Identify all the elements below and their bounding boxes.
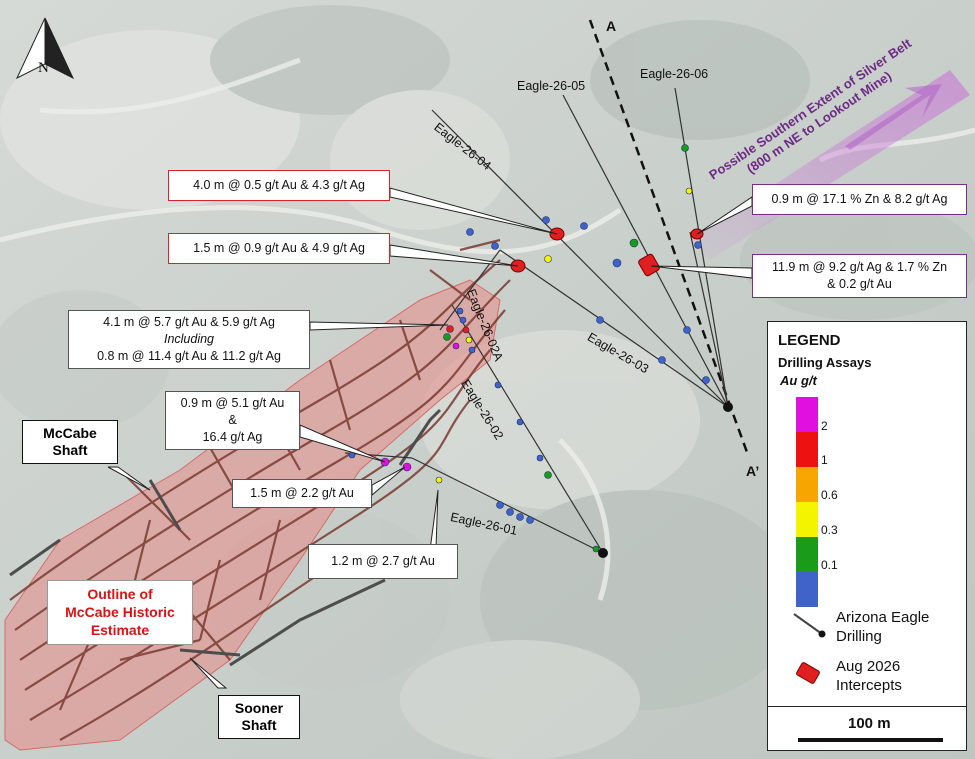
hole-label-eagle-26-05: Eagle-26-05 bbox=[517, 79, 586, 93]
section-label-a: A bbox=[606, 18, 617, 34]
legend-intercepts-line1: Aug 2026 bbox=[836, 658, 901, 675]
legend-swatch-2 bbox=[796, 397, 818, 432]
scale-bar-label: 100 m bbox=[848, 715, 891, 732]
callout-eagle-26-03-intercept: 1.5 m @ 0.9 g/t Au & 4.9 g/t Ag bbox=[168, 233, 390, 264]
assay-intervals bbox=[348, 144, 710, 553]
legend-tick-0-1: 0.1 bbox=[821, 558, 838, 572]
legend-drilling-line2: Drilling bbox=[836, 627, 882, 645]
legend-intercepts-label: Aug 2026 Intercepts bbox=[836, 658, 902, 696]
callout-line: 0.8 m @ 11.4 g/t Au & 11.2 g/t Ag bbox=[97, 348, 281, 363]
sooner-shaft-line2: Shaft bbox=[241, 716, 277, 733]
legend-swatch-1 bbox=[796, 432, 818, 467]
callout-eagle-26-05-intercept: 11.9 m @ 9.2 g/t Ag & 1.7 % Zn & 0.2 g/t… bbox=[752, 254, 967, 298]
intercept-icon bbox=[796, 662, 820, 684]
callout-line: & 0.2 g/t Au bbox=[827, 276, 892, 291]
legend-tick-0-6: 0.6 bbox=[821, 488, 838, 502]
mccabe-shaft-label: McCabe Shaft bbox=[22, 420, 118, 464]
callout-eagle-26-01-upper: 1.5 m @ 2.2 g/t Au bbox=[232, 479, 372, 508]
legend-tick-1: 1 bbox=[821, 453, 828, 467]
callout-text: 1.5 m @ 2.2 g/t Au bbox=[250, 486, 354, 500]
north-arrow-label: N bbox=[38, 60, 49, 76]
legend-intercepts-line2: Intercepts bbox=[836, 676, 902, 694]
shaft-lines bbox=[9, 408, 442, 667]
callout-eagle-26-02-intercept: 0.9 m @ 5.1 g/t Au & 16.4 g/t Ag bbox=[165, 391, 300, 450]
callout-line: & bbox=[228, 412, 237, 427]
hole-label-eagle-26-06: Eagle-26-06 bbox=[640, 67, 709, 81]
legend-drilling-label: Arizona Eagle Drilling bbox=[836, 609, 929, 647]
legend-unit: Au g/t bbox=[780, 373, 817, 388]
callout-text: 1.2 m @ 2.7 g/t Au bbox=[331, 554, 435, 568]
legend-divider bbox=[768, 706, 966, 707]
legend: LEGEND Drilling Assays Au g/t 2 1 0.6 0.… bbox=[767, 321, 967, 751]
sooner-shaft-label: Sooner Shaft bbox=[218, 695, 300, 739]
outline-line1: Outline of bbox=[87, 586, 153, 602]
callout-line: 4.1 m @ 5.7 g/t Au & 5.9 g/t Ag bbox=[103, 315, 275, 329]
legend-color-ramp bbox=[796, 397, 818, 607]
north-arrow-icon bbox=[15, 17, 75, 80]
outline-line2: McCabe Historic bbox=[65, 604, 175, 621]
legend-drilling-line1: Arizona Eagle bbox=[836, 609, 930, 626]
callout-line: 0.9 m @ 5.1 g/t Au bbox=[180, 396, 285, 410]
legend-swatch-0-6 bbox=[796, 467, 818, 502]
section-label-a-prime: A’ bbox=[746, 463, 760, 479]
mccabe-estimate-label: Outline of McCabe Historic Estimate bbox=[47, 580, 193, 645]
legend-tick-0-3: 0.3 bbox=[821, 523, 838, 537]
sooner-shaft-line1: Sooner bbox=[234, 700, 284, 716]
underground-workings bbox=[9, 238, 511, 741]
mccabe-shaft-line2: Shaft bbox=[52, 441, 88, 458]
legend-subtitle: Drilling Assays bbox=[778, 355, 872, 370]
legend-swatch-0-1 bbox=[796, 537, 818, 572]
drill-traces bbox=[344, 87, 729, 554]
callout-text: 4.0 m @ 0.5 g/t Au & 4.3 g/t Ag bbox=[193, 178, 365, 192]
legend-tick-2: 2 bbox=[821, 419, 828, 433]
drill-hole-icon bbox=[793, 613, 826, 638]
callout-line-including: Including bbox=[163, 331, 215, 346]
legend-swatch-low bbox=[796, 572, 818, 607]
section-line bbox=[588, 19, 750, 456]
callout-text: 1.5 m @ 0.9 g/t Au & 4.9 g/t Ag bbox=[193, 241, 365, 255]
callout-eagle-26-01-lower: 1.2 m @ 2.7 g/t Au bbox=[308, 544, 458, 579]
callout-eagle-26-06-intercept: 0.9 m @ 17.1 % Zn & 8.2 g/t Ag bbox=[752, 184, 967, 215]
outline-line3: Estimate bbox=[90, 622, 150, 639]
callout-line: 11.9 m @ 9.2 g/t Ag & 1.7 % Zn bbox=[771, 260, 948, 274]
legend-title: LEGEND bbox=[778, 332, 841, 349]
callout-text: 0.9 m @ 17.1 % Zn & 8.2 g/t Ag bbox=[771, 192, 948, 206]
mccabe-shaft-line1: McCabe bbox=[43, 425, 97, 441]
scale-bar bbox=[798, 738, 943, 742]
callout-eagle-26-02a-intercept: 4.1 m @ 5.7 g/t Au & 5.9 g/t Ag Includin… bbox=[68, 310, 310, 369]
drill-collars bbox=[598, 402, 733, 558]
callout-eagle-26-04-intercept: 4.0 m @ 0.5 g/t Au & 4.3 g/t Ag bbox=[168, 170, 390, 201]
legend-swatch-0-3 bbox=[796, 502, 818, 537]
callout-line: 16.4 g/t Ag bbox=[202, 429, 263, 444]
